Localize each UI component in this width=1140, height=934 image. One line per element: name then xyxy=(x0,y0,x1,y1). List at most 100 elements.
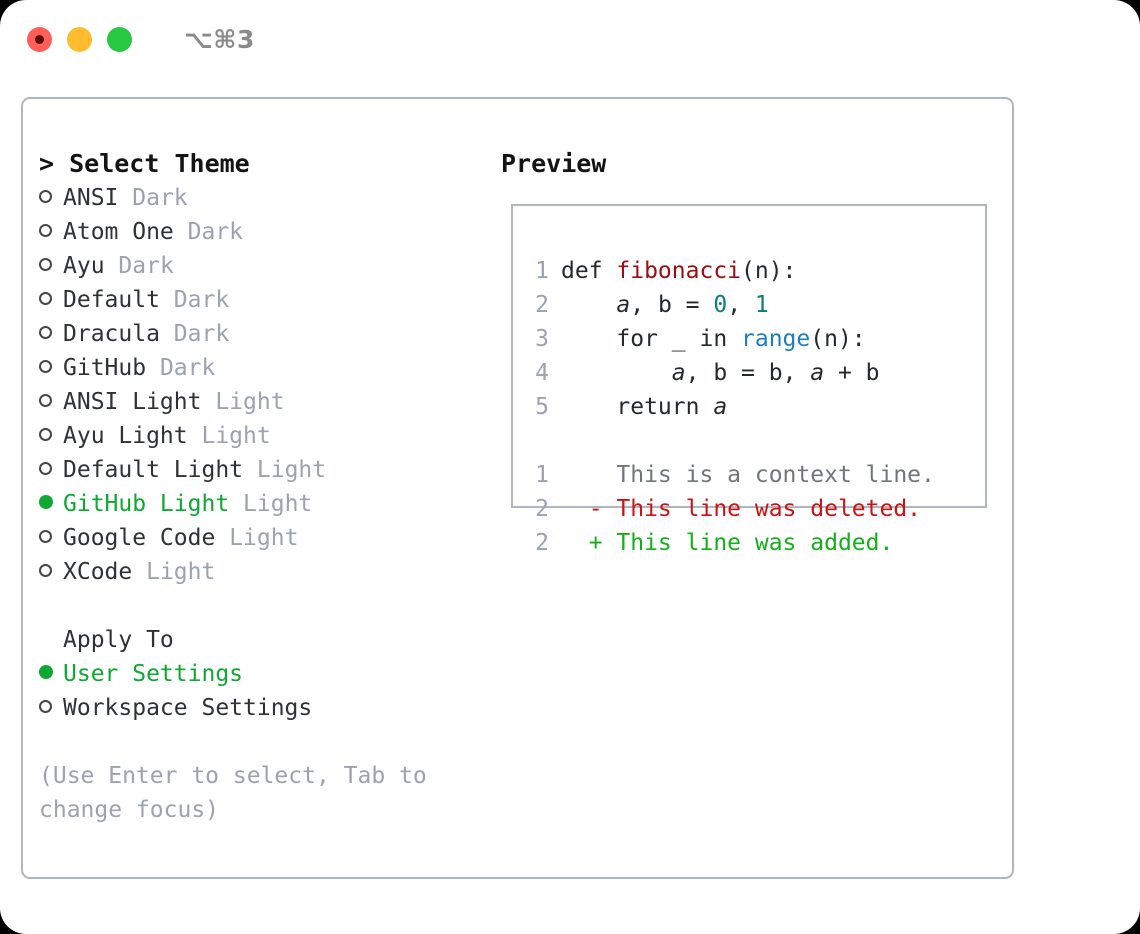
code-token-num: 1 xyxy=(754,292,769,318)
code-token-plain: (n): xyxy=(741,258,797,284)
theme-list-item[interactable]: Atom One Dark xyxy=(39,215,479,249)
theme-name: Ayu Light xyxy=(63,423,188,449)
diff-line: 1 This is a context line. xyxy=(527,458,935,492)
theme-name: Ayu xyxy=(63,253,105,279)
line-number: 2 xyxy=(535,292,549,318)
theme-variant-tag: Dark xyxy=(159,355,216,381)
code-token-func: fibonacci xyxy=(616,258,742,284)
theme-variant-tag: Light xyxy=(229,525,299,551)
diff-line-number: 1 xyxy=(535,462,549,488)
theme-name: ANSI Light xyxy=(63,389,202,415)
title-bar: ⌥⌘3 xyxy=(0,0,1140,78)
radio-unselected-icon xyxy=(39,190,52,203)
code-token-plain: for _ in xyxy=(561,326,742,352)
theme-variant-tag: Dark xyxy=(132,185,188,211)
maximize-button[interactable] xyxy=(107,26,132,52)
theme-name: Dracula xyxy=(63,321,160,347)
diff-line-number: 2 xyxy=(535,530,549,556)
code-line: 3 for _ in range(n): xyxy=(527,322,935,356)
apply-to-header: Apply To xyxy=(63,627,174,653)
radio-unselected-icon xyxy=(39,258,52,271)
radio-unselected-icon xyxy=(39,326,52,339)
apply-to-item[interactable]: User Settings xyxy=(39,657,479,691)
theme-name: GitHub xyxy=(63,355,147,381)
theme-list-item[interactable]: Ayu Light Light xyxy=(39,419,479,453)
theme-name: XCode xyxy=(63,559,133,585)
diff-line-text-ctx: This is a context line. xyxy=(561,462,935,488)
code-line-text: def fibonacci(n): xyxy=(561,254,796,288)
theme-list-item[interactable]: XCode Light xyxy=(39,555,479,589)
theme-name: ANSI xyxy=(63,185,119,211)
code-token-plain: (n): xyxy=(810,326,866,352)
code-token-plain: , b = xyxy=(630,292,714,318)
theme-variant-tag: Light xyxy=(256,457,327,483)
radio-selected-icon xyxy=(39,665,53,679)
line-number: 3 xyxy=(535,326,549,352)
code-token-var: a xyxy=(671,360,686,386)
theme-variant-tag: Light xyxy=(215,389,285,415)
radio-unselected-icon xyxy=(39,224,52,237)
radio-unselected-icon xyxy=(39,428,52,441)
theme-list-item[interactable]: Default Light Light xyxy=(39,453,479,487)
theme-name: GitHub Light xyxy=(63,491,230,517)
code-line: 2 a, b = 0, 1 xyxy=(527,288,935,322)
diff-line-number: 2 xyxy=(535,496,549,522)
theme-variant-tag: Dark xyxy=(118,253,174,279)
window-controls xyxy=(27,26,132,52)
theme-variant-tag: Dark xyxy=(173,287,230,313)
list-spacer xyxy=(39,589,479,623)
theme-name: Atom One xyxy=(63,219,174,245)
radio-unselected-icon xyxy=(39,700,52,713)
code-token-plain: + b xyxy=(824,360,880,386)
code-token-plain: , b = b, xyxy=(685,360,811,386)
apply-to-label: User Settings xyxy=(63,661,244,687)
theme-variant-tag: Light xyxy=(243,491,313,517)
theme-name: Google Code xyxy=(63,525,216,551)
theme-variant-tag: Dark xyxy=(173,321,230,347)
code-token-var: a xyxy=(616,292,631,318)
theme-list-item[interactable]: Default Dark xyxy=(39,283,479,317)
code-diff-separator xyxy=(527,424,935,458)
code-token-plain xyxy=(561,292,616,318)
radio-unselected-icon xyxy=(39,564,52,577)
diff-line: 2 + This line was added. xyxy=(527,526,935,560)
minimize-button[interactable] xyxy=(67,26,92,52)
select-theme-header: > Select Theme xyxy=(39,149,250,178)
theme-list-item[interactable]: Google Code Light xyxy=(39,521,479,555)
code-token-num: 0 xyxy=(713,292,728,318)
theme-list-item[interactable]: Dracula Dark xyxy=(39,317,479,351)
code-token-call: range xyxy=(741,326,811,352)
code-token-plain xyxy=(561,360,672,386)
theme-list-item[interactable]: GitHub Light Light xyxy=(39,487,479,521)
radio-selected-icon xyxy=(39,495,53,509)
preview-header: Preview xyxy=(501,149,607,178)
theme-list-item[interactable]: Ayu Dark xyxy=(39,249,479,283)
theme-variant-tag: Light xyxy=(201,423,271,449)
apply-to-label: Workspace Settings xyxy=(63,695,313,721)
diff-line: 2 - This line was deleted. xyxy=(527,492,935,526)
keyboard-shortcut-label: ⌥⌘3 xyxy=(184,24,255,54)
apply-to-item[interactable]: Workspace Settings xyxy=(39,691,479,725)
code-line: 4 a, b = b, a + b xyxy=(527,356,935,390)
close-button[interactable] xyxy=(27,26,52,52)
line-number: 4 xyxy=(535,360,549,386)
diff-line-text-add: + This line was added. xyxy=(561,530,894,556)
theme-list-item[interactable]: ANSI Dark xyxy=(39,181,479,215)
theme-name: Default Light xyxy=(63,457,244,483)
diff-line-text-del: - This line was deleted. xyxy=(561,496,922,522)
radio-unselected-icon xyxy=(39,292,52,305)
code-token-var: a xyxy=(810,360,825,386)
theme-list-item[interactable]: GitHub Dark xyxy=(39,351,479,385)
code-token-plain: return xyxy=(561,394,714,420)
code-line: 5 return a xyxy=(527,390,935,424)
theme-list-item[interactable]: ANSI Light Light xyxy=(39,385,479,419)
code-line-text: a, b = 0, 1 xyxy=(561,288,769,322)
